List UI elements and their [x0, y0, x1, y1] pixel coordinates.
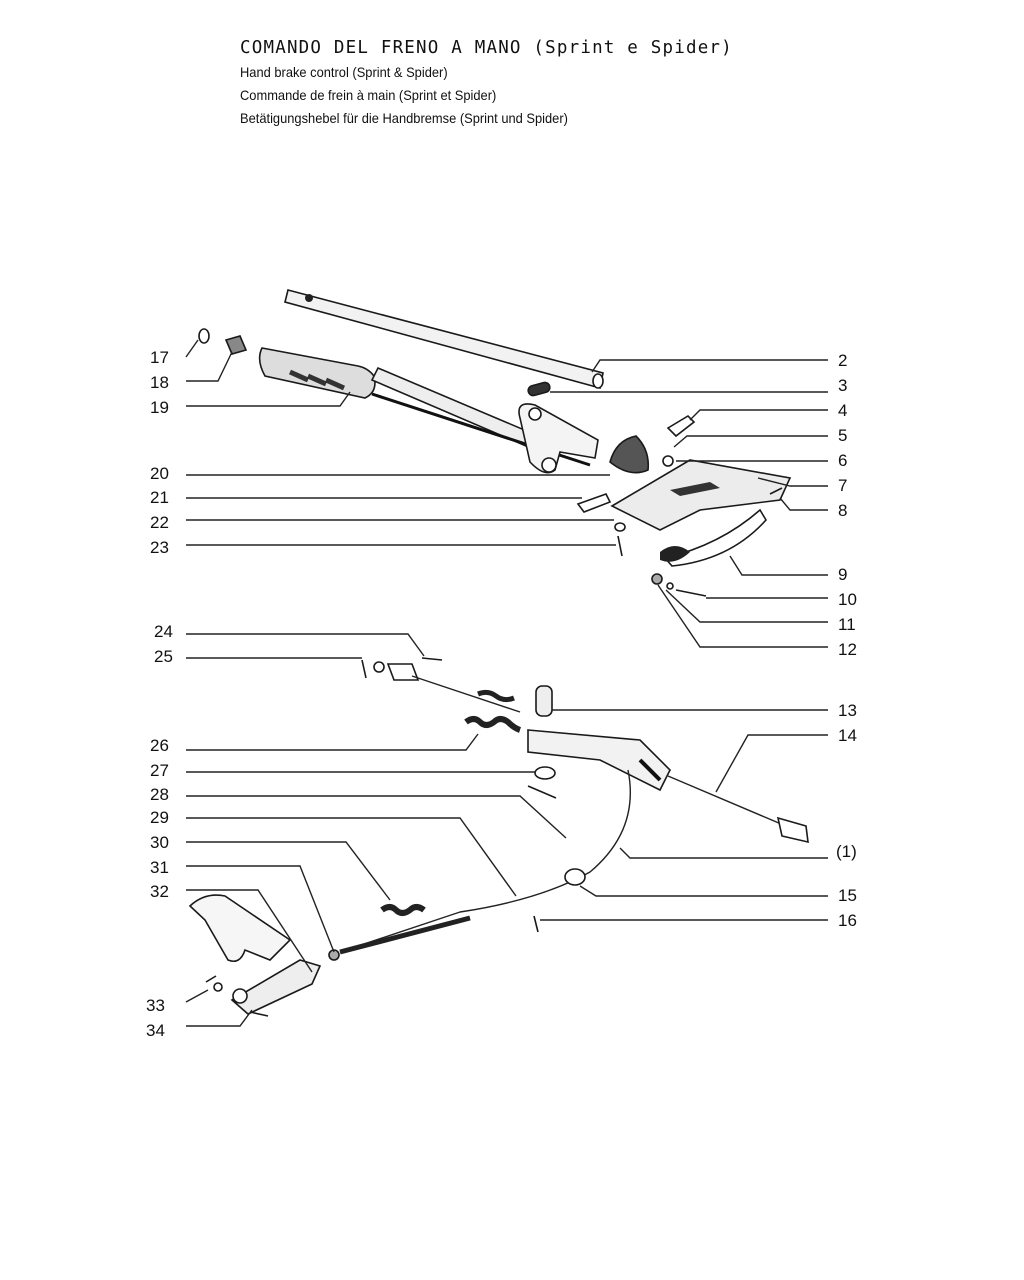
screw-16: [533, 915, 539, 933]
lever-rod: [284, 289, 604, 389]
nut-5: [662, 455, 674, 467]
callout-labels: 2 3 4 5 6 7 8 9 10 11 12 13 14 (1) 15 16…: [146, 348, 857, 1040]
callout-31: 31: [150, 858, 169, 877]
spring-26: [464, 716, 522, 733]
callout-12: 12: [838, 640, 857, 659]
callout-1: (1): [836, 842, 857, 861]
callout-18: 18: [150, 373, 169, 392]
small-nut-17: [198, 328, 210, 344]
callout-15: 15: [838, 886, 857, 905]
callout-20: 20: [150, 464, 169, 483]
callout-23: 23: [150, 538, 169, 557]
callout-13: 13: [838, 701, 857, 720]
front-cable: [411, 675, 521, 713]
callout-19: 19: [150, 398, 169, 417]
callout-16: 16: [838, 911, 857, 930]
ratchet-sector-9: [660, 508, 767, 567]
title-german: Betätigungshebel für die Handbremse (Spr…: [240, 110, 568, 126]
callout-4: 4: [838, 401, 847, 420]
cable-clevis-25: [361, 659, 420, 681]
clip-4: [666, 414, 696, 438]
rubber-boot-20: [609, 435, 650, 474]
callout-28: 28: [150, 785, 169, 804]
button-18: [224, 335, 248, 355]
callout-33: 33: [146, 996, 165, 1015]
cotter-pin-28: [527, 785, 557, 799]
clip-15: [564, 868, 586, 886]
callout-32: 32: [150, 882, 169, 901]
spring-30: [380, 904, 426, 916]
callout-10: 10: [838, 590, 857, 609]
lever-pivot-bracket: [518, 403, 599, 474]
nut-31b: [328, 949, 340, 961]
callout-2: 2: [838, 351, 847, 370]
callout-8: 8: [838, 501, 847, 520]
washer-22: [614, 522, 626, 532]
callout-6: 6: [838, 451, 847, 470]
title-english: Hand brake control (Sprint & Spider): [240, 64, 448, 80]
equalizer-lever-32: [188, 894, 322, 1015]
bolt-10: [675, 589, 707, 597]
callout-34: 34: [146, 1021, 165, 1040]
washer-11: [666, 582, 674, 590]
pawl-3: [527, 381, 551, 397]
main-cable-conduit: [339, 769, 632, 953]
callout-3: 3: [838, 376, 847, 395]
threaded-rod-31: [339, 915, 471, 955]
pin-34: [249, 1011, 269, 1017]
pin-24: [421, 657, 443, 661]
fork-21: [576, 493, 612, 513]
callout-7: 7: [838, 476, 847, 495]
pivot-plate-6-7: [610, 459, 792, 531]
callout-5: 5: [838, 426, 847, 445]
screw-23: [617, 535, 623, 557]
title-italian: COMANDO DEL FRENO A MANO (Sprint e Spide…: [240, 38, 733, 58]
callout-27: 27: [150, 761, 169, 780]
callout-9: 9: [838, 565, 847, 584]
callout-26: 26: [150, 736, 169, 755]
relay-lever-13-14: [527, 685, 671, 792]
diagram-titles: COMANDO DEL FRENO A MANO (Sprint e Spide…: [240, 38, 733, 133]
callout-21: 21: [150, 488, 169, 507]
callout-25: 25: [154, 647, 173, 666]
callout-24: 24: [154, 622, 173, 641]
pin-8: [769, 487, 783, 495]
callout-11: 11: [838, 615, 856, 634]
nut-12: [651, 573, 663, 585]
rear-cable-1: [667, 775, 809, 844]
callout-29: 29: [150, 808, 169, 827]
callout-17: 17: [150, 348, 169, 367]
cotter-33: [205, 975, 223, 992]
title-french: Commande de frein à main (Sprint et Spid…: [240, 87, 497, 103]
callout-22: 22: [150, 513, 169, 532]
leader-lines: [185, 339, 828, 1027]
callout-14: 14: [838, 726, 857, 745]
washer-27: [534, 766, 556, 780]
callout-30: 30: [150, 833, 169, 852]
